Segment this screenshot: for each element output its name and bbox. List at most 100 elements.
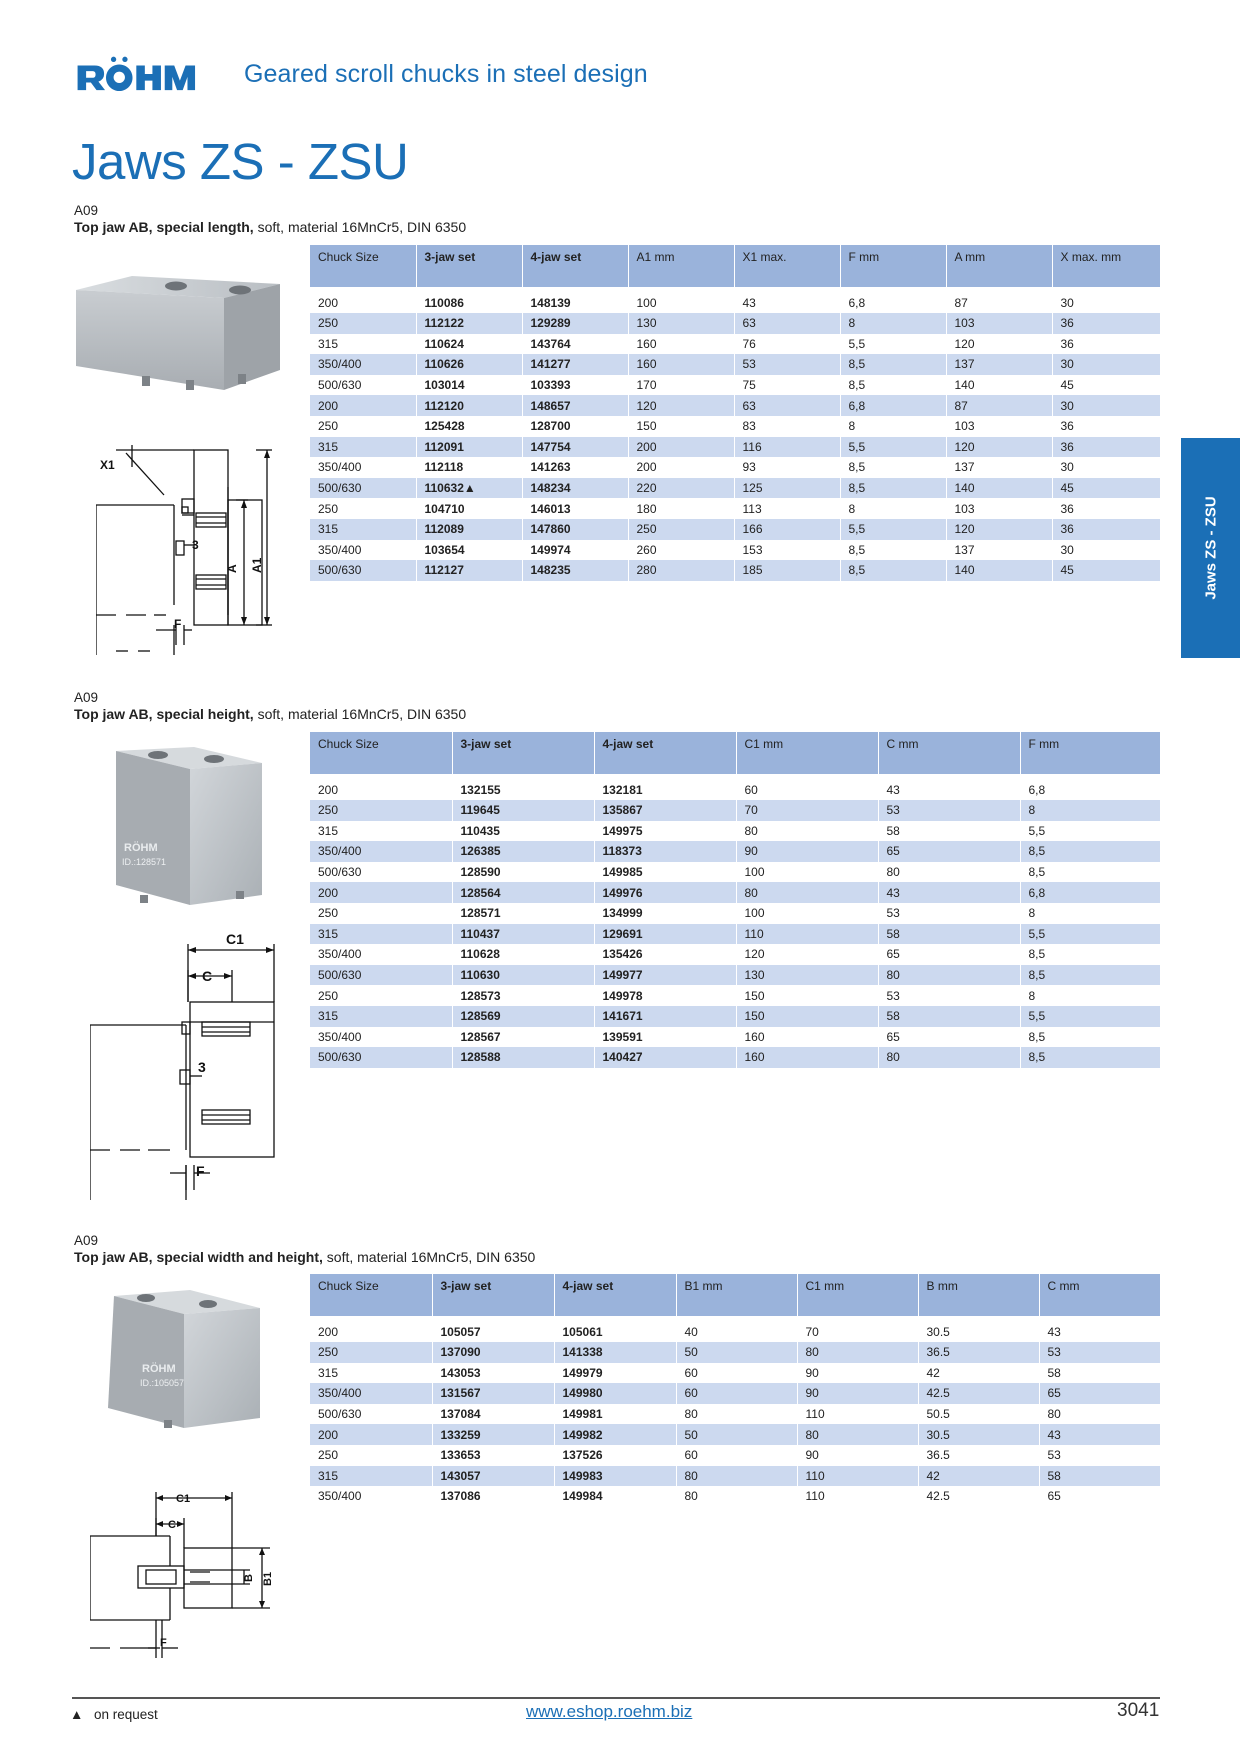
table-cell: 75	[733, 374, 840, 396]
col-header-x1: X1 max.	[733, 245, 840, 287]
table-cell: 112127	[415, 560, 522, 581]
table-cell: 141338	[553, 1342, 676, 1363]
col-header-b1: B1 mm	[675, 1274, 797, 1316]
header-subtitle: Geared scroll chucks in steel design	[244, 60, 648, 88]
jaw-photo-special-height: RÖHM ID.:128571	[116, 747, 262, 905]
table-cell: 137	[945, 354, 1052, 375]
table-cell: 43	[733, 287, 840, 313]
table-cell: 105057	[431, 1316, 554, 1342]
eshop-link[interactable]: www.eshop.roehm.biz	[526, 1702, 693, 1721]
table-cell: 153	[733, 539, 840, 561]
table-cell: 110	[796, 1486, 918, 1507]
table-cell: 58	[877, 820, 1020, 842]
table-cell: 160	[627, 333, 734, 355]
table-cell: 42.5	[917, 1383, 1039, 1404]
dim-label-3: 3	[192, 538, 199, 552]
table-cell: 60	[675, 1444, 797, 1466]
table-cell: 80	[735, 882, 878, 903]
table-cell: 500/630	[318, 1407, 362, 1422]
table-cell: 8	[839, 415, 946, 437]
table-cell: 149985	[593, 861, 736, 883]
table-cell: 36.5	[917, 1342, 1039, 1363]
table-cell: 100	[735, 902, 878, 924]
table-cell: 65	[877, 944, 1020, 965]
table-cell: 150	[627, 415, 734, 437]
table-cell: 350/400	[310, 841, 452, 862]
table-cell: 8	[1019, 985, 1160, 1006]
table-cell: 8	[1019, 902, 1160, 924]
table-cell: 150	[735, 985, 878, 1006]
table-cell: 30	[1051, 395, 1160, 416]
table-cell: 103014	[415, 374, 522, 396]
table-cell: 129289	[521, 313, 628, 334]
table-cell: 141671	[593, 1005, 736, 1027]
table-cell: 80	[675, 1486, 797, 1507]
table-cell: 350/400	[318, 1489, 362, 1504]
on-request-symbol: ▲	[70, 1707, 84, 1722]
section-code: A09	[74, 1233, 99, 1248]
table-cell: 315	[318, 1365, 339, 1380]
table-cell: 80	[796, 1342, 918, 1363]
table-cell: 43	[877, 882, 1020, 903]
col-header-4-jaw-set: 4-jaw set	[521, 245, 628, 287]
table-cell: 100	[735, 861, 878, 883]
table-cell: 149974	[521, 539, 628, 561]
table-cell: 315	[318, 336, 339, 351]
table-cell: 93	[733, 457, 840, 478]
table-cell: 53	[877, 902, 1020, 924]
table-cell: 105061	[553, 1316, 676, 1342]
table-cell: 5,5	[1019, 1005, 1160, 1027]
table-cell: 8,5	[1019, 964, 1160, 986]
table-cell: 128567	[451, 1026, 594, 1048]
table-cell: 42	[917, 1362, 1039, 1384]
table-cell: 500/630	[310, 1047, 452, 1068]
table-cell: 110437	[451, 923, 594, 945]
section-description: Top jaw AB, special length, soft, materi…	[74, 219, 1160, 236]
jaw-drawing-special-width-height: C1 C B B1 F	[90, 1492, 274, 1658]
table-cell: 110632▲	[415, 477, 522, 499]
table-special-width-height: Chuck Size 3-jaw set 4-jaw set B1 mm C1 …	[310, 1274, 1160, 1507]
table-cell: 30	[1051, 354, 1160, 375]
dim-label-f: F	[174, 617, 181, 631]
table-cell: 149976	[593, 882, 736, 903]
section-special-length: A09 Top jaw AB, special length, soft, ma…	[74, 203, 1160, 236]
table-cell: 149979	[553, 1362, 676, 1384]
table-cell: 120	[735, 944, 878, 965]
table-cell: 350/400	[318, 1029, 362, 1044]
jaw-photo-special-width-height: RÖHM ID.:105057	[108, 1290, 260, 1428]
table-cell: 143057	[431, 1465, 554, 1487]
table-cell: 45	[1051, 477, 1160, 499]
table-cell: 8	[839, 313, 946, 334]
table-cell: 128588	[451, 1047, 594, 1068]
table-cell: 8,5	[839, 539, 946, 561]
table-cell: 36	[1051, 436, 1160, 458]
table-cell: 148657	[521, 395, 628, 416]
table-cell: 170	[627, 374, 734, 396]
table-cell: 119645	[451, 800, 594, 821]
photo-id-mark: ID.:105057	[140, 1378, 184, 1388]
table-cell: 87	[945, 395, 1052, 416]
table-cell: 58	[1038, 1465, 1160, 1487]
table-cell: 110624	[415, 333, 522, 355]
table-cell: 103393	[521, 374, 628, 396]
table-cell: 128569	[451, 1005, 594, 1027]
table-cell: 350/400	[318, 947, 362, 962]
table-cell: 8	[839, 498, 946, 519]
table-cell: 120	[945, 333, 1052, 355]
side-tab-jaws[interactable]: Jaws ZS - ZSU	[1181, 438, 1240, 658]
table-cell: 112122	[415, 313, 522, 334]
table-cell: 118373	[593, 841, 736, 862]
section-code: A09	[74, 203, 99, 218]
table-cell: 5,5	[1019, 820, 1160, 842]
